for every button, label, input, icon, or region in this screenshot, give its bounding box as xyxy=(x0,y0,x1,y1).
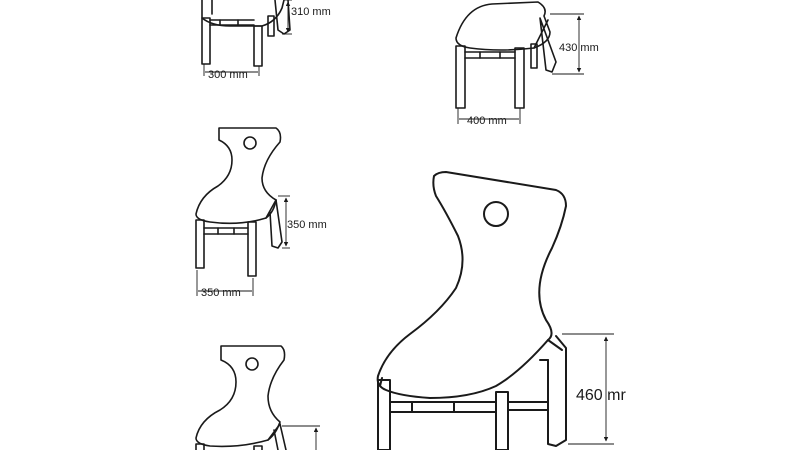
height-label-medium: 350 mm xyxy=(287,219,327,231)
dimension-width-small xyxy=(203,64,260,76)
chair-handle-hole xyxy=(245,357,259,371)
chair-handle-hole xyxy=(483,201,509,227)
dimension-height-large xyxy=(562,333,614,445)
width-label-medium-large: 400 mm xyxy=(467,115,507,127)
chair-medium-large xyxy=(455,1,557,109)
chair-small-lower xyxy=(195,345,287,450)
width-label-small: 300 mm xyxy=(208,69,248,81)
chair-large xyxy=(376,171,567,450)
dimension-width-medium-large xyxy=(457,108,521,124)
chair-small xyxy=(201,0,291,67)
chair-handle-hole xyxy=(243,136,257,150)
dimension-height-medium-large xyxy=(550,13,584,75)
height-label-medium-large: 430 mm xyxy=(559,42,599,54)
chair-medium xyxy=(195,127,283,277)
dimension-height-small xyxy=(282,0,292,35)
dimension-width-medium xyxy=(196,270,254,296)
height-label-large: 460 mr xyxy=(576,387,626,404)
height-label-small: 310 mm xyxy=(291,6,331,18)
width-label-medium: 350 mm xyxy=(201,287,241,299)
dimension-height-small-lower xyxy=(282,425,320,450)
dimension-height-medium xyxy=(278,195,290,249)
